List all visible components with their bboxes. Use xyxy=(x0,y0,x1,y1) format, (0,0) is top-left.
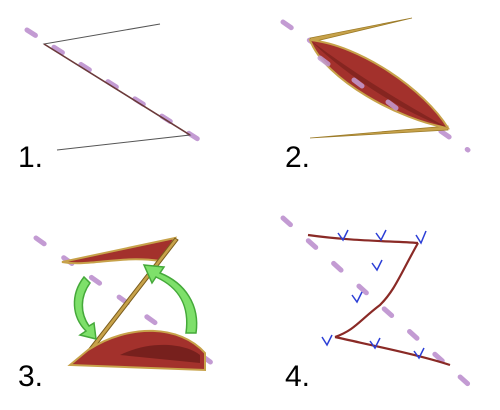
panel-1-graphic xyxy=(24,23,218,153)
step-label-2: 2. xyxy=(285,141,311,174)
bottom-blade xyxy=(309,125,449,139)
top-edge xyxy=(307,233,419,245)
panel-2: 2. xyxy=(250,0,500,205)
panel-3-graphic xyxy=(33,235,219,372)
panel-1: 1. xyxy=(0,0,250,205)
z-diagonal xyxy=(43,43,191,136)
v-marker-icon xyxy=(321,229,427,360)
dashed-guide-line xyxy=(280,215,471,387)
panel-3: 3. xyxy=(0,205,250,410)
dashed-guide-line xyxy=(24,27,218,153)
panel-2-graphic xyxy=(280,17,471,153)
lens-surface xyxy=(308,38,450,130)
bottom-edge xyxy=(334,335,451,367)
bottom-wedge-shadow xyxy=(120,344,200,363)
curved-arrow-icon xyxy=(73,275,97,340)
panel-4: 4. xyxy=(250,205,500,410)
curved-arrow-icon xyxy=(142,264,198,334)
step-label-4: 4. xyxy=(285,360,311,393)
top-blade xyxy=(309,17,413,43)
step-label-3: 3. xyxy=(18,360,44,393)
s-curve xyxy=(334,242,419,339)
lens-dashes xyxy=(317,55,399,111)
step-label-1: 1. xyxy=(18,141,44,174)
panel-4-graphic xyxy=(280,215,471,387)
